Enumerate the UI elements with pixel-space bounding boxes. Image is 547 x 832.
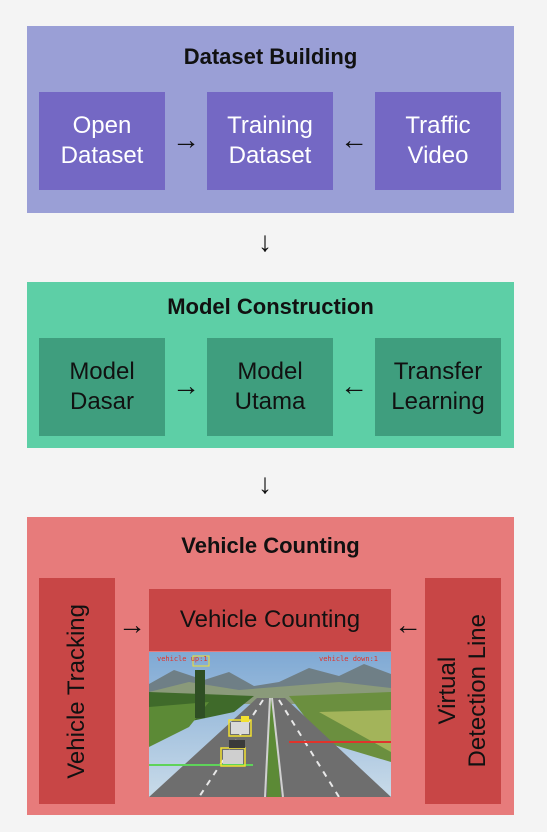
transfer-learning-box: Transfer Learning	[375, 338, 501, 436]
arrow-down-icon: ↓	[258, 226, 272, 257]
training-dataset-box: Training Dataset	[207, 92, 333, 190]
virtual-detection-line-box: Virtual Detection Line	[425, 578, 501, 804]
arrow-left-icon: ←	[394, 609, 422, 640]
vehicle-counting-section: Vehicle Counting Vehicle Tracking → Vehi…	[27, 517, 514, 815]
section-title: Model Construction	[167, 294, 374, 319]
vehicle-counting-box: Vehicle Counting	[149, 589, 391, 651]
section-title: Dataset Building	[183, 44, 358, 69]
model-construction-section: Model Construction Model Dasar → Model U…	[27, 282, 514, 448]
arrow-right-icon: →	[118, 609, 146, 640]
vehicle-tracking-box: Vehicle Tracking	[39, 578, 115, 804]
vehicle-down-label: vehicle down:1	[319, 655, 379, 663]
traffic-video-box: Traffic Video	[375, 92, 501, 190]
model-utama-box: Model Utama	[207, 338, 333, 436]
arrow-right-icon: →	[172, 370, 200, 401]
model-dasar-box: Model Dasar	[39, 338, 165, 436]
vehicle-up-label: vehicle up:1	[157, 655, 208, 663]
arrow-right-icon: →	[172, 124, 200, 155]
open-dataset-box: Open Dataset	[39, 92, 165, 190]
arrow-left-icon: ←	[340, 124, 368, 155]
arrow-left-icon: ←	[340, 370, 368, 401]
traffic-photo: vehicle up:1 vehicle down:1	[149, 652, 391, 797]
virtual-detection-line-label: Virtual Detection Line	[434, 614, 491, 768]
vehicle-tracking-label: Vehicle Tracking	[63, 603, 90, 779]
arrow-down-icon: ↓	[258, 468, 272, 499]
section-title: Vehicle Counting	[181, 533, 360, 558]
dataset-building-section: Dataset Building Open Dataset → Training…	[27, 26, 514, 213]
